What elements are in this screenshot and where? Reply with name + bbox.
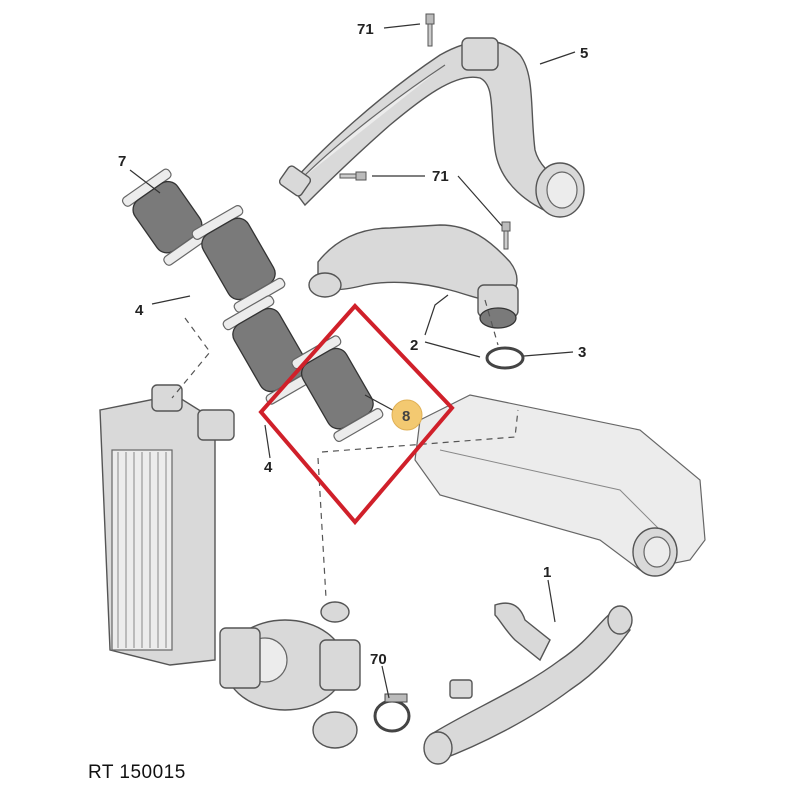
callout-3: 3	[578, 344, 586, 361]
bolt-icon	[501, 221, 511, 250]
callout-71-mid: 71	[432, 168, 449, 185]
callout-7: 7	[118, 153, 126, 170]
hose-clamp-part-3	[485, 346, 525, 370]
callout-4-lower: 4	[264, 459, 273, 476]
highlight-box	[258, 303, 455, 526]
callout-70: 70	[370, 651, 387, 668]
callout-2: 2	[410, 337, 418, 354]
air-pipe-part-1	[423, 602, 633, 765]
bellows-hose-part-7	[121, 168, 213, 266]
callout-8: 8	[402, 408, 410, 425]
turbocharger	[219, 601, 361, 749]
bellows-hose-part-8	[291, 335, 384, 442]
reference-code: RT 150015	[88, 762, 186, 783]
hose-clamp-part-70	[373, 693, 411, 733]
intercooler	[99, 384, 235, 666]
air-pipe-part-5	[278, 37, 585, 218]
air-duct-part-2	[308, 224, 519, 329]
callout-4-upper: 4	[135, 302, 144, 319]
leader-lines	[129, 23, 576, 699]
callout-5: 5	[580, 45, 588, 62]
intake-manifold	[414, 394, 706, 577]
bellows-hose-part-4-upper	[191, 205, 286, 313]
bolt-icon	[425, 13, 435, 47]
callout-1: 1	[543, 564, 551, 581]
bolt-icon	[339, 171, 367, 181]
callout-71-top: 71	[357, 21, 374, 38]
callout-badge-8: 8	[391, 399, 423, 431]
